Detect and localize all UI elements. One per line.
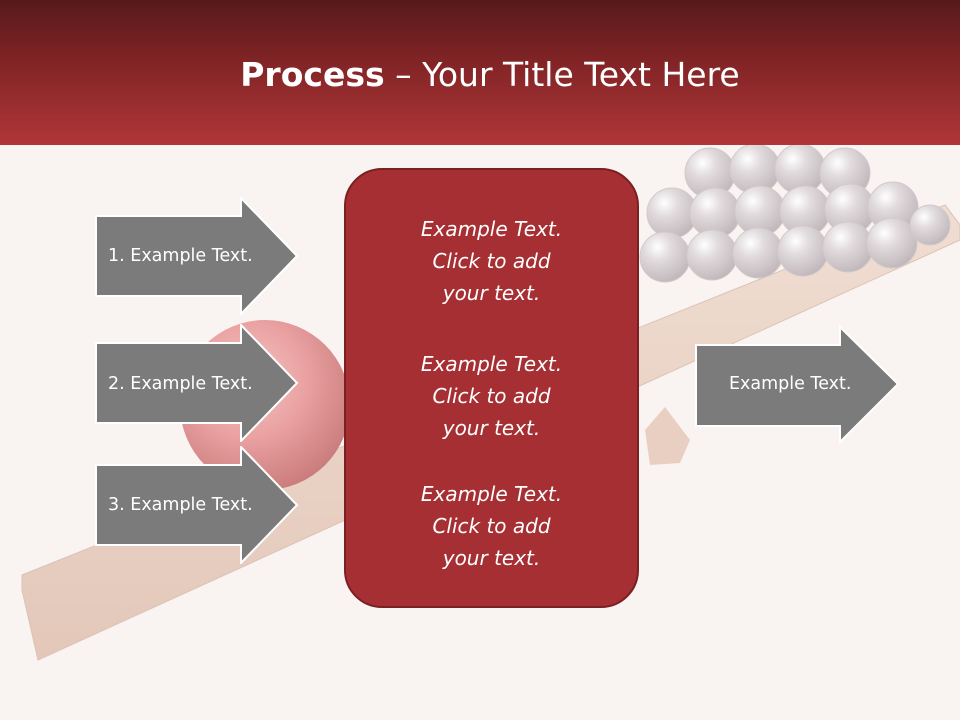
center-block-2-line-1: Example Text. <box>420 352 563 376</box>
left-arrow-1-label: 1. Example Text. <box>108 246 253 266</box>
title-bold: Process <box>240 55 385 94</box>
center-block-2-line-2: Click to add <box>432 384 551 408</box>
left-arrow-1[interactable] <box>95 197 299 315</box>
center-block-3-line-3: your text. <box>442 546 541 570</box>
center-block-3-line-1: Example Text. <box>420 482 563 506</box>
fulcrum-shape <box>645 407 690 465</box>
title-bar <box>0 0 960 145</box>
left-arrow-2-label: 2. Example Text. <box>108 374 253 394</box>
left-arrow-2[interactable] <box>95 324 299 442</box>
center-block-3-line-2: Click to add <box>432 514 551 538</box>
right-arrow[interactable] <box>695 325 900 445</box>
center-block-1-line-3: your text. <box>442 281 541 305</box>
title-rest: – Your Title Text Here <box>384 55 740 94</box>
center-block-2-line-3: your text. <box>442 416 541 440</box>
slide-title[interactable]: Process – Your Title Text Here <box>0 54 960 96</box>
grey-balls <box>639 145 951 283</box>
left-arrow-3[interactable] <box>95 446 299 564</box>
center-block-1-line-2: Click to add <box>432 249 551 273</box>
right-arrow-label: Example Text. <box>729 374 852 394</box>
center-block-1-line-1: Example Text. <box>420 217 563 241</box>
center-text-box[interactable]: Example Text. Click to add your text. Ex… <box>344 168 639 608</box>
left-arrow-3-label: 3. Example Text. <box>108 495 253 515</box>
